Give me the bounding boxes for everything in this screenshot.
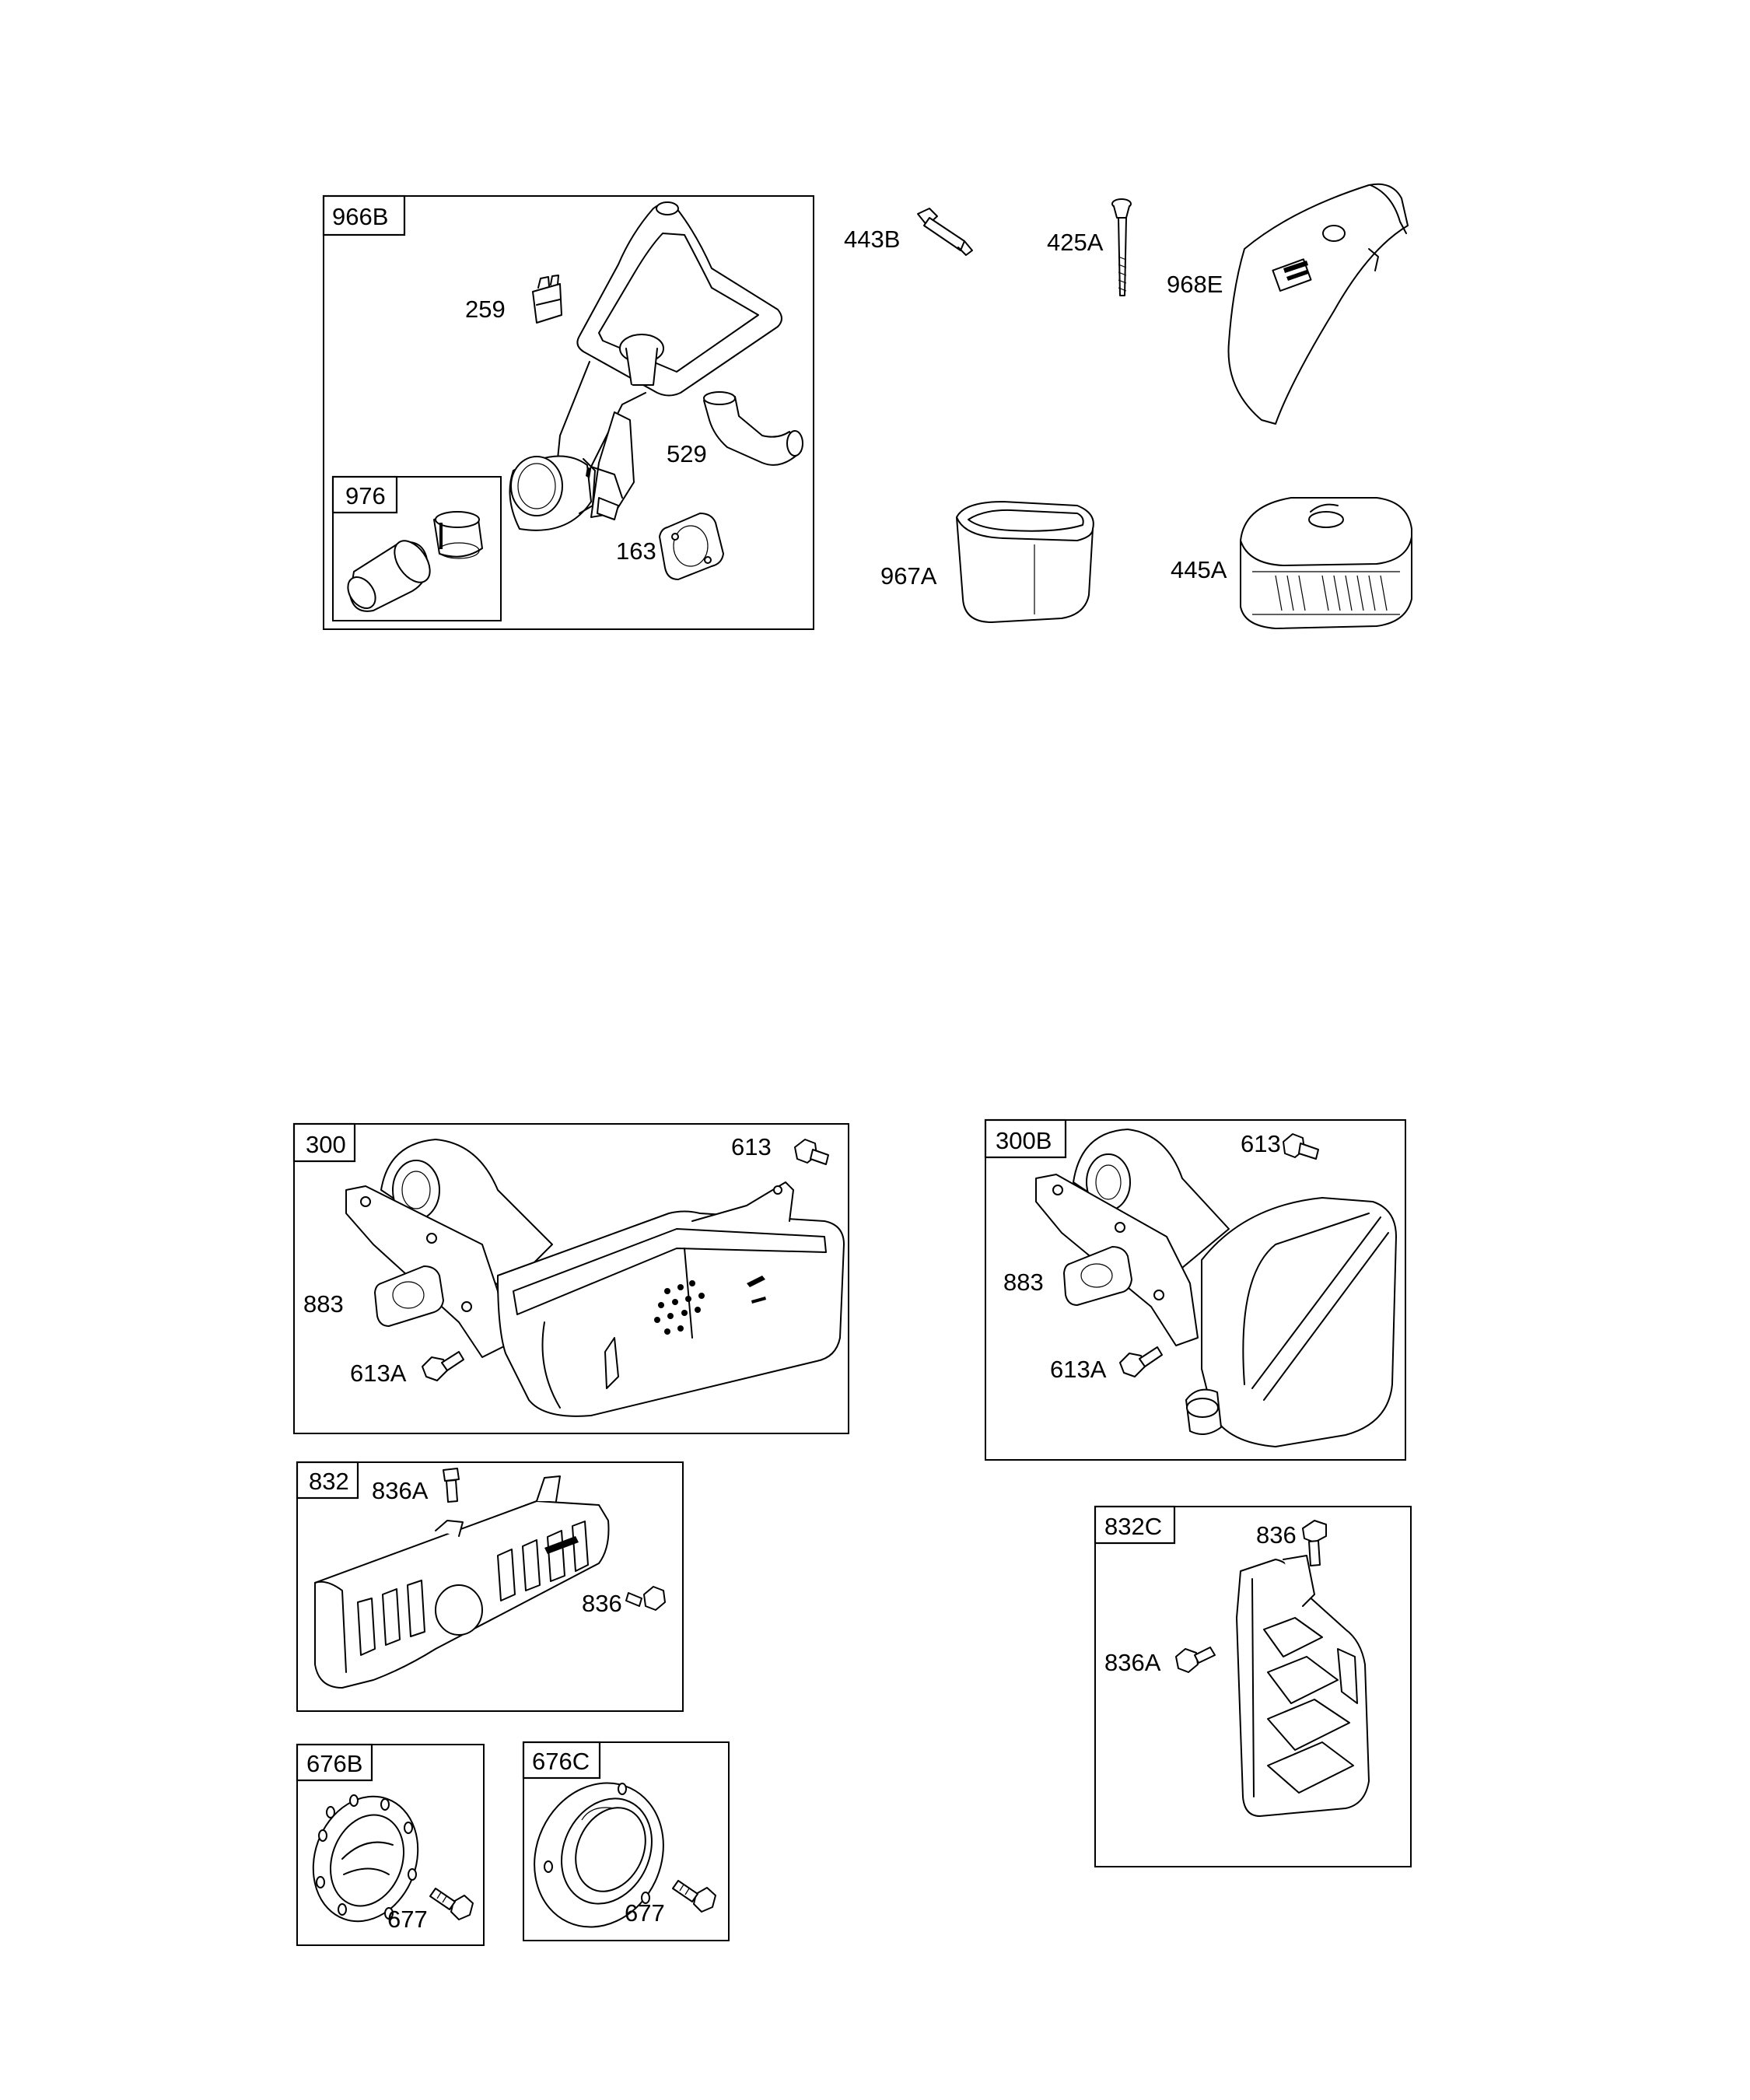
part-836a-bolt-b <box>1175 1647 1216 1673</box>
label-613-a: 613 <box>731 1133 772 1160</box>
label-836a-a: 836A <box>372 1477 429 1504</box>
guard-832-body <box>314 1475 610 1689</box>
subgroup-976: 976 <box>331 475 502 621</box>
filter-pleats <box>1275 575 1388 611</box>
deflector-676b-body <box>312 1794 419 1923</box>
part-443b-bolt <box>917 208 973 256</box>
part-425a-bolt <box>1111 198 1132 296</box>
guard-832-slots <box>357 1521 589 1656</box>
group-tag-832: 832 <box>309 1468 349 1495</box>
deflector-676c-body <box>534 1782 664 1928</box>
part-613-bolt-a <box>794 1139 829 1165</box>
label-883-a: 883 <box>303 1290 344 1318</box>
group-966b: 966B 259 <box>322 194 814 630</box>
part-445a-filter <box>1240 497 1412 629</box>
part-613a-bolt-a <box>422 1351 464 1381</box>
part-677-screw-a <box>429 1888 474 1920</box>
muffler-300-body <box>345 1139 845 1417</box>
label-613a-a: 613A <box>350 1360 407 1387</box>
guard-832c-slots <box>1263 1617 1358 1794</box>
muffler-300-perforations <box>654 1280 705 1335</box>
group-300b: 300B 613 883 <box>984 1118 1406 1461</box>
label-836-a: 836 <box>582 1590 622 1617</box>
label-967a: 967A <box>880 562 937 590</box>
label-613a-b: 613A <box>1050 1356 1107 1383</box>
label-836-b: 836 <box>1256 1521 1297 1549</box>
label-259: 259 <box>465 296 506 323</box>
part-836-bolt-b <box>1302 1520 1327 1566</box>
group-832c: 832C 836 836A <box>1094 1505 1412 1867</box>
part-677-screw-b <box>672 1880 716 1913</box>
label-677-b: 677 <box>625 1899 665 1927</box>
label-529: 529 <box>667 440 707 467</box>
label-968e: 968E <box>1167 271 1223 298</box>
part-836-bolt-a <box>625 1586 666 1611</box>
part-613-bolt-b <box>1283 1133 1319 1160</box>
label-883-b: 883 <box>1003 1269 1044 1296</box>
part-613a-bolt-b <box>1119 1346 1163 1377</box>
part-259-clip <box>532 275 562 324</box>
group-tag-300b: 300B <box>996 1127 1052 1154</box>
label-445a: 445A <box>1171 556 1227 583</box>
deflector-676b-holes <box>316 1794 417 1920</box>
group-676c: 676C 677 <box>522 1741 730 1941</box>
label-163: 163 <box>616 537 656 565</box>
group-676b: 676B 677 <box>296 1743 485 1946</box>
label-836a-b: 836A <box>1104 1649 1161 1676</box>
group-tag-966b: 966B <box>332 203 388 230</box>
label-443b: 443B <box>844 226 900 253</box>
label-613-b: 613 <box>1241 1130 1281 1157</box>
part-967a-precleaner <box>956 501 1094 623</box>
label-425a: 425A <box>1047 229 1104 256</box>
group-832: 832 836A 8 <box>296 1461 684 1712</box>
label-677-a: 677 <box>387 1906 428 1933</box>
group-tag-676b: 676B <box>306 1750 362 1777</box>
part-968e-cover <box>1227 183 1409 425</box>
part-883-gasket-a <box>374 1265 444 1327</box>
part-883-gasket-b <box>1063 1246 1132 1306</box>
part-836a-bolt-a <box>443 1468 460 1503</box>
part-163-gasket <box>659 513 724 580</box>
guard-832c-body <box>1236 1555 1370 1817</box>
group-tag-832c: 832C <box>1104 1513 1162 1540</box>
group-tag-676c: 676C <box>532 1748 590 1775</box>
group-tag-300: 300 <box>306 1131 346 1158</box>
air-cleaner-base <box>509 201 782 531</box>
subgroup-tag-976: 976 <box>345 482 386 509</box>
part-529-tube <box>703 391 803 466</box>
group-300: 300 <box>292 1122 849 1434</box>
